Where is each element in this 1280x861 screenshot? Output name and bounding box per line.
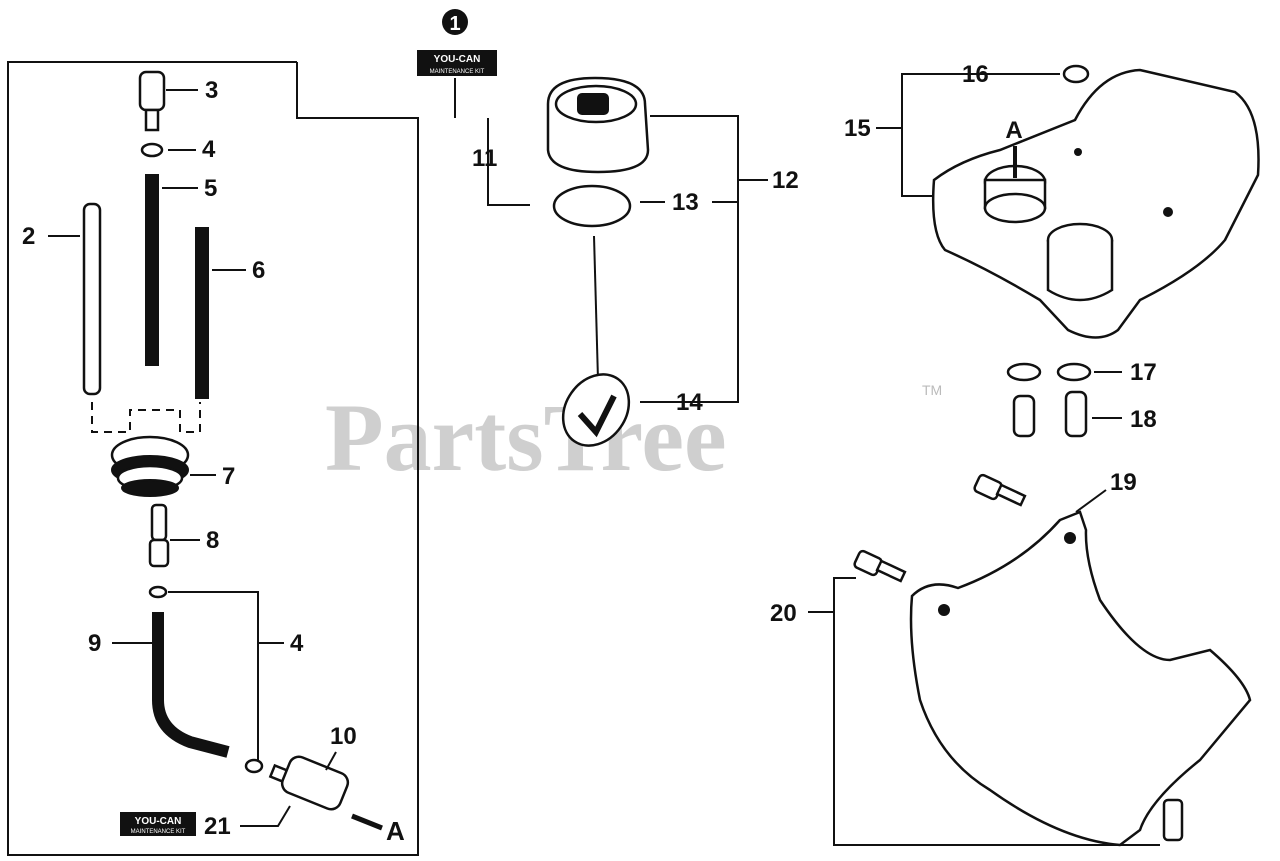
kit-badge-top: YOU-CAN MAINTENANCE KIT	[417, 50, 497, 76]
part-6-tube	[195, 227, 209, 399]
callout-11: 11	[472, 145, 497, 172]
svg-text:MAINTENANCE KIT: MAINTENANCE KIT	[430, 69, 485, 75]
callout-9: 9	[88, 630, 101, 657]
svg-text:YOU-CAN: YOU-CAN	[135, 816, 182, 827]
callout-18: 18	[1130, 406, 1157, 433]
part-5-tube	[145, 174, 159, 366]
callout-21: 21	[204, 813, 231, 840]
callout-12: 12	[772, 167, 799, 194]
callout-13: 13	[672, 189, 699, 216]
callout-6: 6	[252, 257, 265, 284]
kit-outline	[7, 61, 419, 856]
part-18-mount-right	[1064, 390, 1088, 438]
part-7-grommet	[110, 435, 190, 497]
part-13-gasket	[552, 184, 632, 228]
leader-11	[487, 118, 530, 206]
callout-16: 16	[962, 61, 989, 88]
part-2-tube	[82, 202, 102, 396]
kit-marker-number: 1	[449, 13, 460, 35]
callout-5: 5	[204, 175, 217, 202]
kit-badge-bottom: YOU-CAN MAINTENANCE KIT	[120, 812, 196, 836]
watermark: PartsTree	[325, 384, 727, 491]
connection-letter-a-tank: A	[1005, 117, 1022, 144]
leader-20	[833, 577, 1160, 846]
callout-7: 7	[222, 463, 235, 490]
part-17-washer-right	[1056, 362, 1092, 382]
callout-17: 17	[1130, 359, 1157, 386]
part-4-oring-lower	[148, 585, 168, 599]
part-16-grommet	[1062, 64, 1090, 84]
part-4-oring	[140, 142, 164, 158]
part-17-washer-left	[1006, 362, 1042, 382]
part-20-bolt-left	[853, 549, 907, 583]
callout-4-lower: 4	[290, 630, 304, 657]
part-12-fuel-cap	[546, 76, 650, 174]
leader-15	[901, 73, 1050, 197]
callout-15: 15	[844, 115, 871, 142]
part-4-oring-filter	[244, 758, 264, 774]
part-19-tank-bracket	[909, 510, 1252, 847]
dashed-guide	[91, 402, 201, 433]
callout-2: 2	[22, 223, 35, 250]
svg-text:MAINTENANCE KIT: MAINTENANCE KIT	[131, 829, 186, 835]
callout-4-upper: 4	[202, 136, 216, 163]
part-9-fuel-line	[152, 612, 230, 758]
part-3	[138, 70, 166, 132]
part-8-fitting	[148, 503, 170, 568]
svg-text:YOU-CAN: YOU-CAN	[434, 54, 481, 65]
callout-20: 20	[770, 600, 797, 627]
kit-marker: 1	[442, 9, 468, 35]
callout-3: 3	[205, 77, 218, 104]
trademark: TM	[922, 382, 942, 398]
callout-14: 14	[676, 389, 703, 416]
part-18-mount-left	[1012, 394, 1036, 438]
connection-letter-a-filter: A	[386, 816, 405, 846]
callout-8: 8	[206, 527, 219, 554]
arrow-a-lower	[351, 813, 383, 831]
part-10-fuel-filter	[268, 755, 350, 811]
part-14-strainer	[561, 235, 631, 447]
part-20-bolt-bottom	[1162, 798, 1184, 842]
part-15-fuel-tank	[931, 68, 1260, 339]
callout-10: 10	[330, 723, 357, 750]
part-20-bolt-top	[973, 473, 1027, 507]
callout-19: 19	[1110, 469, 1137, 496]
